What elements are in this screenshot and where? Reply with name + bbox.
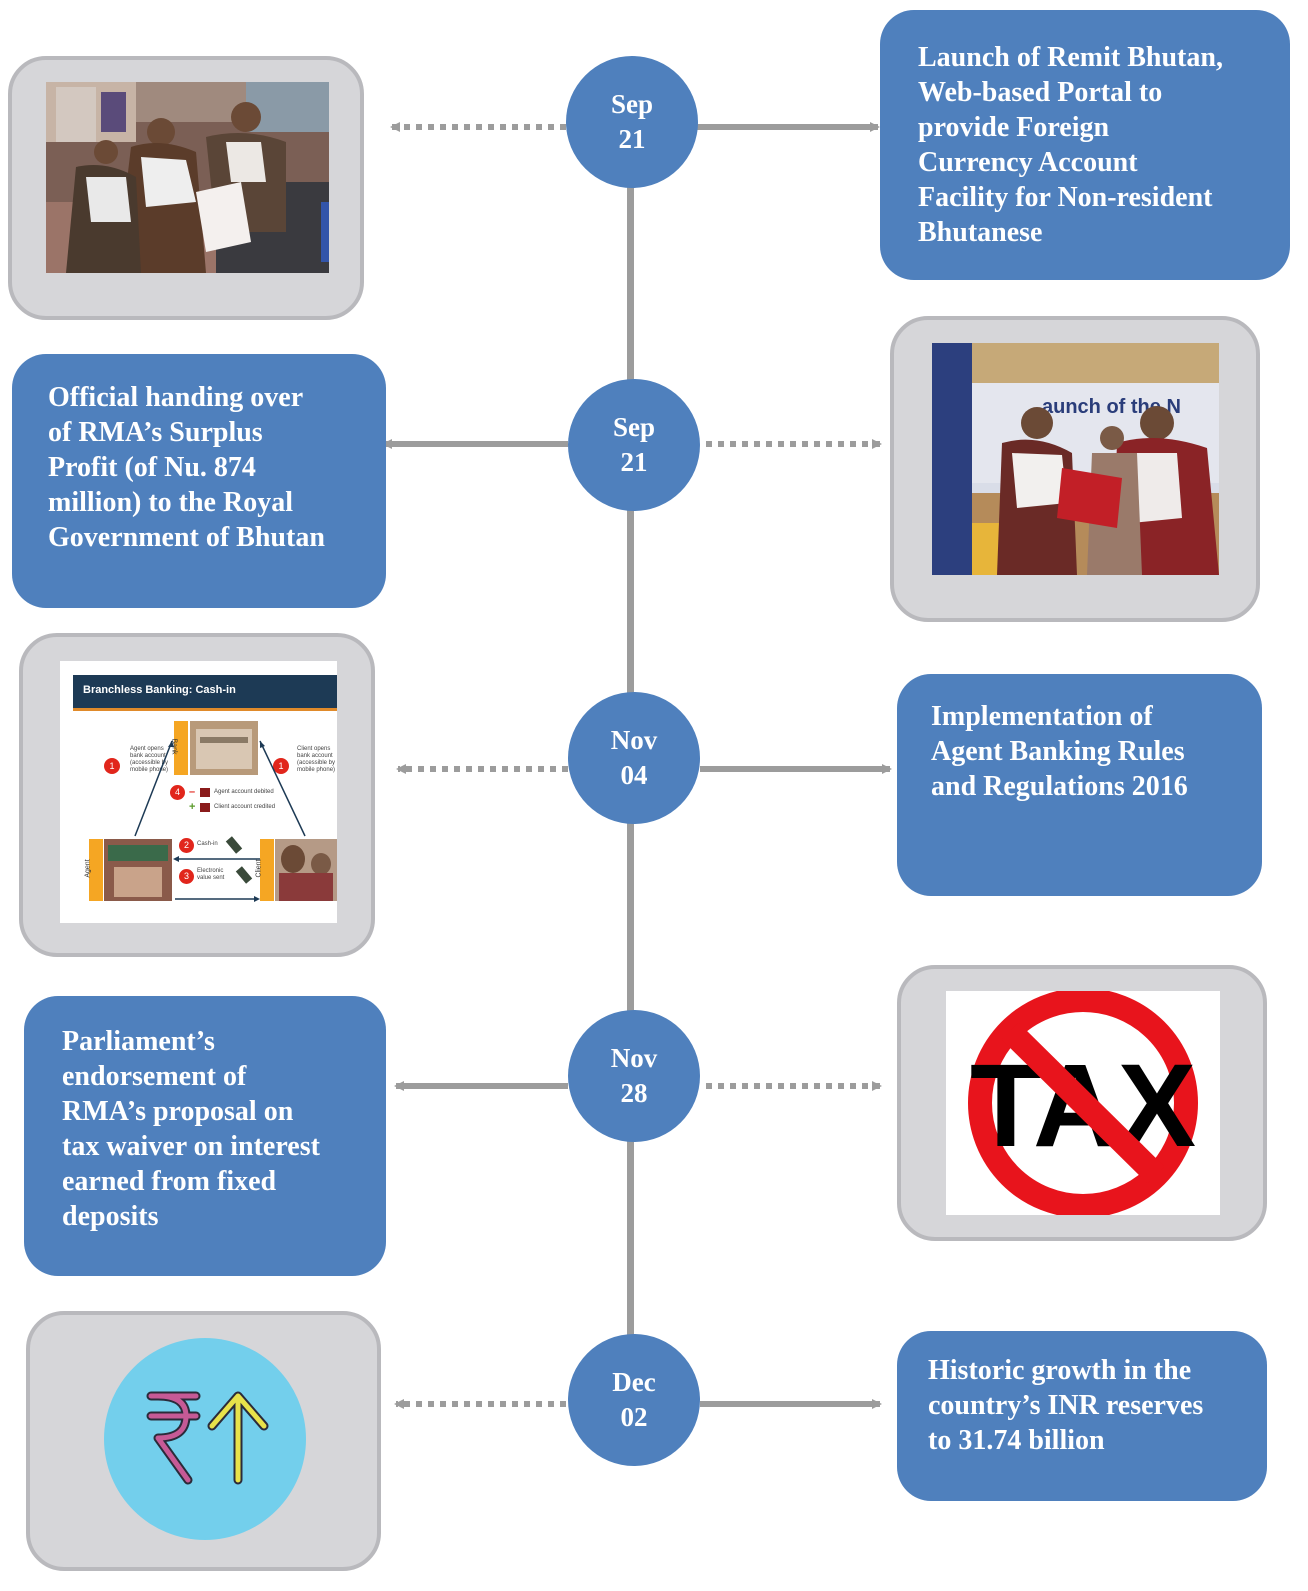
- event-text-line: Historic growth in the: [928, 1355, 1192, 1386]
- slide-text: Agent opens: [130, 746, 164, 752]
- event-text-box-2: Official handing over of RMA’s Surplus P…: [12, 354, 386, 608]
- agent-bar: Agent: [85, 839, 103, 901]
- event-text-line: Currency Account: [918, 147, 1138, 178]
- event-text-line: Bhutanese: [918, 217, 1043, 248]
- event-text-line: RMA’s proposal on: [62, 1096, 294, 1127]
- slide-text: Client opens: [297, 746, 331, 752]
- slide-title: Branchless Banking: Cash-in: [83, 684, 236, 696]
- step-number: 4: [170, 785, 185, 800]
- event-text-line: tax waiver on interest: [62, 1131, 320, 1162]
- slide-text: mobile phone): [297, 767, 336, 773]
- slide-text: bank account: [130, 753, 166, 759]
- date-day: 02: [620, 1402, 648, 1432]
- step-number: 2: [179, 838, 194, 853]
- no-tax-sign: TAX: [946, 991, 1220, 1215]
- event-text-line: Agent Banking Rules: [931, 736, 1185, 767]
- event-text-line: earned from fixed: [62, 1166, 277, 1197]
- bank-icon: [200, 788, 210, 797]
- event-text-line: Official handing over: [48, 382, 304, 413]
- event-text-box-5: Historic growth in the country’s INR res…: [897, 1331, 1267, 1501]
- event-text-line: million) to the Royal: [48, 487, 293, 518]
- agent-label: Agent: [84, 859, 92, 878]
- event-text-line: deposits: [62, 1201, 159, 1232]
- handover-ceremony-photo: [46, 82, 329, 273]
- date-month: Dec: [612, 1367, 656, 1397]
- event-text-line: and Regulations 2016: [931, 771, 1188, 802]
- step-number: 3: [179, 869, 194, 884]
- step-number: 1: [273, 758, 289, 774]
- date-circle-5: Dec 02: [568, 1334, 700, 1466]
- slide-text: (accessible by: [130, 760, 169, 766]
- bank-photo: [190, 721, 258, 775]
- event-text-box-1: Launch of Remit Bhutan, Web-based Portal…: [880, 10, 1290, 280]
- event-text-line: of RMA’s Surplus: [48, 417, 263, 448]
- step1-right-text: Client opens bank account (accessible by…: [297, 746, 335, 774]
- slide-text: Electronic: [197, 868, 224, 874]
- slide-text: (accessible by: [297, 760, 336, 766]
- client-photo: [275, 839, 337, 901]
- launch-ceremony-photo: aunch of the N: [932, 343, 1219, 575]
- event-text-box-4: Parliament’s endorsement of RMA’s propos…: [24, 996, 386, 1276]
- client-bar: Client: [255, 839, 274, 901]
- step4a-text: Agent account debited: [214, 789, 274, 795]
- event-text-line: Facility for Non-resident: [918, 182, 1213, 213]
- date-circle-3: Nov 04: [568, 692, 700, 824]
- slide-arrows: [134, 740, 306, 902]
- slide-text: mobile phone): [130, 767, 169, 773]
- client-label: Client: [255, 859, 263, 878]
- date-month: Nov: [610, 725, 658, 755]
- event-text-line: to 31.74 billion: [928, 1425, 1105, 1456]
- event-text-line: Government of Bhutan: [48, 522, 325, 553]
- date-day: 21: [620, 447, 648, 477]
- event-text-line: provide Foreign: [918, 112, 1110, 143]
- date-circle-1: Sep 21: [566, 56, 698, 188]
- branchless-banking-slide: Branchless Banking: Cash-in Bank 1 Agent…: [60, 661, 337, 923]
- step4b-text: Client account credited: [214, 804, 276, 810]
- step2-text: Cash-in: [197, 841, 218, 847]
- date-month: Sep: [612, 412, 656, 442]
- event-text-line: Launch of Remit Bhutan,: [918, 42, 1223, 73]
- event-text-line: Parliament’s: [62, 1026, 215, 1057]
- step-number: 1: [104, 758, 120, 774]
- date-circle-2: Sep 21: [568, 379, 700, 511]
- plus-sign: +: [189, 801, 196, 813]
- date-circle-4: Nov 28: [568, 1010, 700, 1142]
- date-day: 04: [620, 760, 648, 790]
- date-month: Nov: [610, 1043, 658, 1073]
- event-text-box-3: Implementation of Agent Banking Rules an…: [897, 674, 1262, 896]
- bank-icon: [200, 803, 210, 812]
- minus-sign: –: [189, 786, 196, 798]
- agent-photo: [104, 839, 172, 901]
- event-text-line: Implementation of: [931, 701, 1153, 732]
- date-day: 28: [620, 1078, 648, 1108]
- step1-left-text: Agent opens bank account (accessible by …: [130, 746, 168, 774]
- date-day: 21: [618, 124, 646, 154]
- slide-text: value sent: [197, 875, 225, 881]
- event-text-line: Web-based Portal to: [918, 77, 1163, 108]
- step3-text: Electronic value sent: [197, 868, 224, 882]
- event-text-line: Profit (of Nu. 874: [48, 452, 256, 483]
- event-text-line: country’s INR reserves: [928, 1390, 1204, 1421]
- bank-bar: Bank: [170, 721, 188, 775]
- rupee-up-icon: [104, 1338, 306, 1540]
- slide-text: bank account: [297, 753, 333, 759]
- event-text-line: endorsement of: [62, 1061, 247, 1092]
- date-month: Sep: [610, 89, 654, 119]
- slide-header: Branchless Banking: Cash-in: [73, 675, 337, 708]
